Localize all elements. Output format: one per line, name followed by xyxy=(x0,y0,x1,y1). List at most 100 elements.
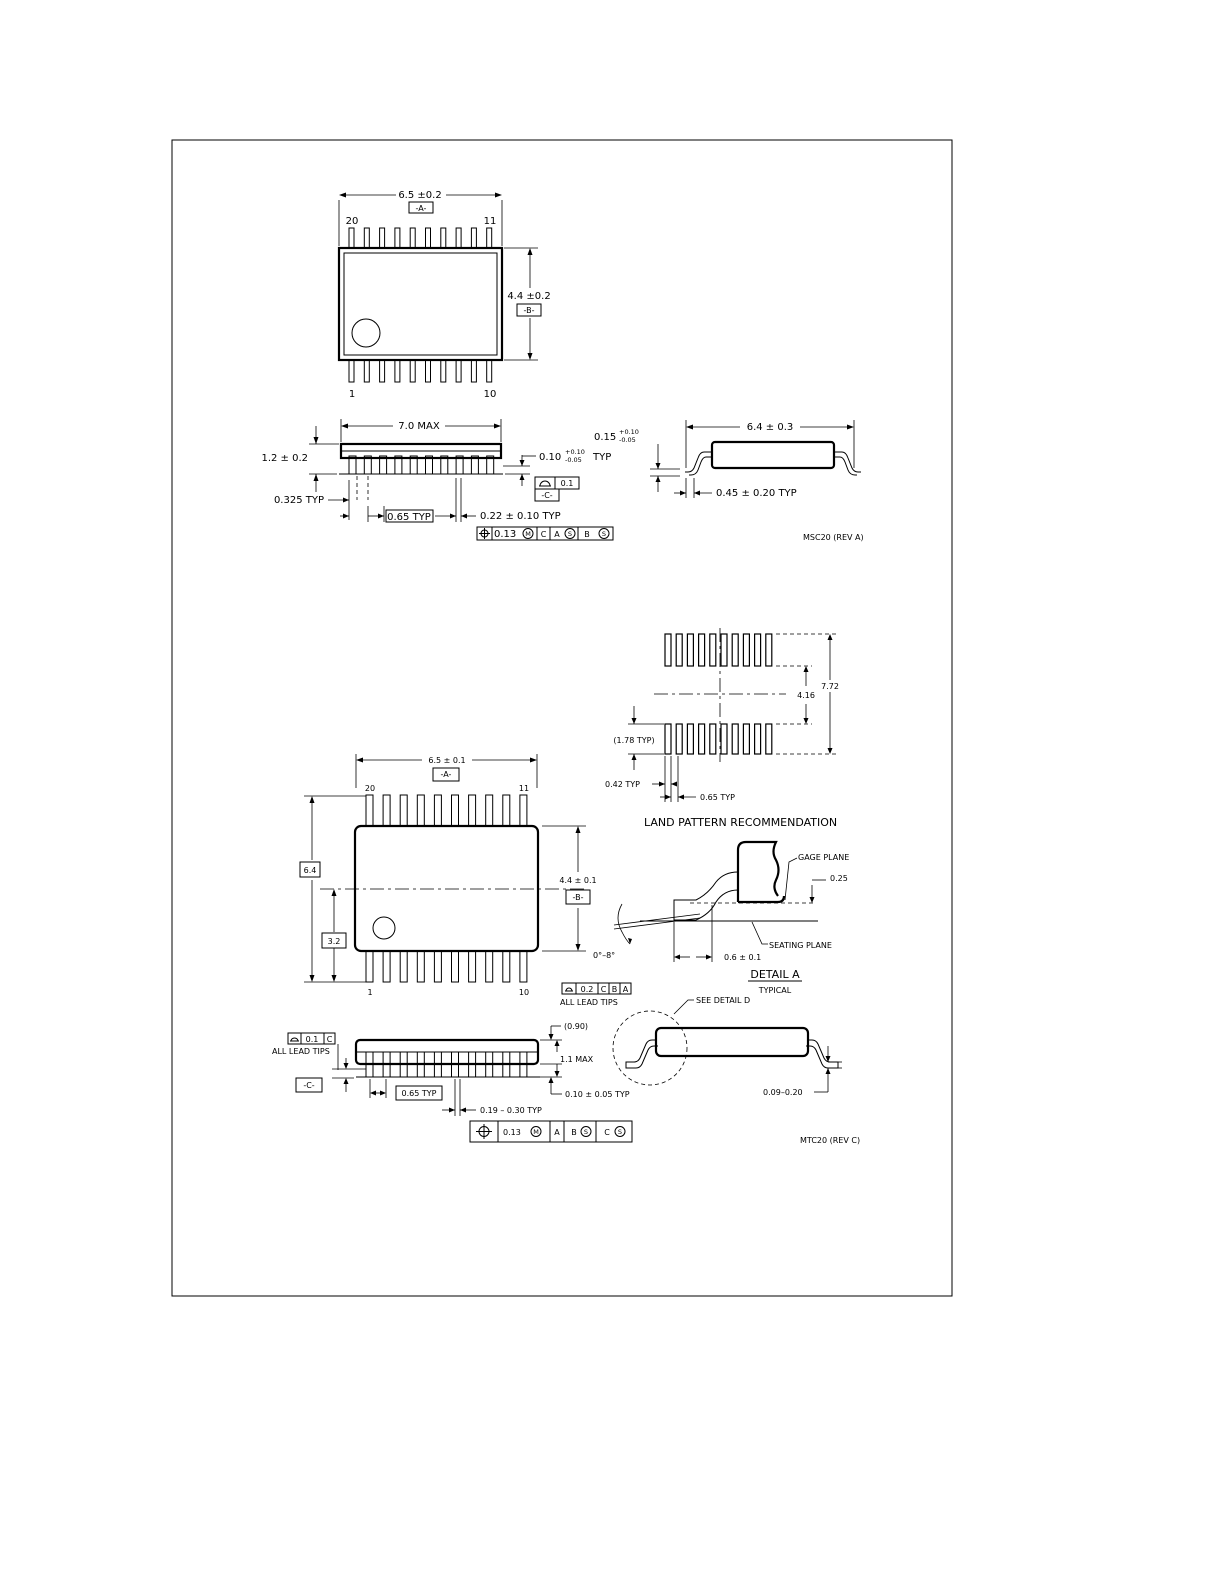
detail-callout-circle xyxy=(612,1010,688,1086)
pkg2-lead-tip-ref2: B xyxy=(612,985,618,994)
pkg2-lead-tip-ref1: C xyxy=(601,985,607,994)
sheet-frame xyxy=(171,139,953,1297)
pkg2-top-lead-tips-label: ALL LEAD TIPS xyxy=(560,998,618,1007)
lead xyxy=(519,950,528,983)
pkg2-end-lead-left xyxy=(625,1039,658,1069)
see-detail-label: SEE DETAIL D xyxy=(696,996,750,1005)
pkg1-datum-a: -A- xyxy=(416,204,427,213)
lead xyxy=(519,794,528,827)
pkg1-fcf-ref1: C xyxy=(541,530,547,539)
land-pattern-top-pads xyxy=(664,633,773,667)
pkg1-end-thick-tol-plus: +0.10 xyxy=(619,428,639,436)
lead xyxy=(486,227,493,249)
lead xyxy=(416,794,425,827)
pin1-marker-icon xyxy=(351,318,381,348)
pkg2-end-view: SEE DETAIL D 0.09–0.20 xyxy=(612,996,842,1097)
pkg1-end-lead-left xyxy=(685,451,712,476)
profile-surface-icon xyxy=(539,480,551,487)
pkg2-body-outline xyxy=(353,824,540,953)
lead xyxy=(486,359,493,383)
land-pad xyxy=(753,723,762,755)
pkg1-height-dim: 4.4 ±0.2 xyxy=(507,291,550,302)
pkg2-lead-tip-ref3: A xyxy=(623,985,629,994)
pkg1-bottom-leads xyxy=(348,359,493,383)
pkg1-top-view: 6.5 ±0.2 -A- 20 11 1 10 4.4 ±0.2 -B- xyxy=(337,190,551,400)
land-pad xyxy=(697,723,706,755)
pkg1-coplanarity: 0.1 xyxy=(561,479,574,488)
pkg2-side-coplanarity-ref: C xyxy=(327,1035,333,1044)
pkg1-standoff-dim: 0.10 xyxy=(539,452,561,463)
pkg2-top-leads xyxy=(365,794,528,827)
lead xyxy=(425,359,431,383)
pkg2-position-tolerance-frame: 0.13 M A B S C S xyxy=(469,1120,633,1143)
pkg1-fcf-tol: 0.13 xyxy=(494,529,516,540)
gage-plane-label: GAGE PLANE xyxy=(798,853,849,862)
pkg1-fcf-mod: M xyxy=(525,530,531,538)
lead xyxy=(440,359,447,383)
lead xyxy=(348,359,355,383)
lead xyxy=(502,794,511,827)
land-pad xyxy=(686,723,695,755)
pkg1-side-height-dim: 1.2 ± 0.2 xyxy=(261,453,308,464)
pkg2-pin-20-label: 20 xyxy=(365,784,375,793)
pkg1-fcf-mod-s-2: S xyxy=(602,530,606,538)
lead xyxy=(416,950,425,983)
pkg2-side-view: 0.1 C ALL LEAD TIPS -C- (0.90) 1.1 MAX 0… xyxy=(272,1022,633,1143)
pkg2-bottom-leads xyxy=(365,950,528,983)
pkg1-end-lead-right xyxy=(834,451,861,476)
pkg2-lead-tip-frame: 0.2 C B A xyxy=(561,982,632,995)
pkg2-datum-a: -A- xyxy=(441,770,452,779)
pkg1-body-inner xyxy=(343,252,498,356)
pkg1-pitch-dim: 0.65 TYP xyxy=(387,512,431,523)
land-pad xyxy=(709,633,717,667)
pkg2-datum-c: -C- xyxy=(303,1081,314,1090)
land-pad xyxy=(664,633,672,667)
lead xyxy=(502,950,511,983)
pkg1-datum-b: -B- xyxy=(524,306,535,315)
detail-a: GAGE PLANE 0.25 0°–8° 0.6 ± 0.1 SEATING … xyxy=(593,840,849,995)
detail-a-lead xyxy=(673,871,739,921)
land-pad xyxy=(765,723,773,755)
lead xyxy=(348,227,355,249)
pkg1-standoff-tol-plus: +0.10 xyxy=(565,448,585,456)
pkg2-fcf-mod-s-1: S xyxy=(584,1128,588,1136)
pkg2-lead-tip-tol: 0.2 xyxy=(581,985,594,994)
lead xyxy=(394,227,401,249)
land-inner-dim: 4.16 xyxy=(797,691,815,700)
land-pattern-title: LAND PATTERN RECOMMENDATION xyxy=(644,816,837,829)
pkg1-end-foot-dim: 0.45 ± 0.20 TYP xyxy=(716,488,797,499)
pkg2-fcf-tol: 0.13 xyxy=(503,1128,521,1137)
land-pad xyxy=(753,633,762,667)
pkg1-length-dim: 7.0 MAX xyxy=(398,421,440,432)
pkg1-standoff-typ: TYP xyxy=(592,452,611,463)
pkg2-side-coplanarity: 0.1 xyxy=(306,1035,319,1044)
land-pitch-dim: 0.65 TYP xyxy=(700,793,735,802)
pkg2-pin-10-label: 10 xyxy=(519,988,529,997)
lead xyxy=(363,227,370,249)
lead xyxy=(433,794,442,827)
lead xyxy=(379,227,386,249)
lead xyxy=(425,227,431,249)
land-pattern-bottom-pads xyxy=(664,723,773,755)
land-pad xyxy=(720,723,728,755)
pkg1-position-tolerance-frame: 0.13 M C A S B S xyxy=(476,526,614,541)
lead xyxy=(485,794,494,827)
land-pad-length-dim: (1.78 TYP) xyxy=(613,736,654,745)
pkg1-body-outline xyxy=(337,246,504,362)
lead xyxy=(399,794,408,827)
pkg1-lead-width-dim: 0.22 ± 0.10 TYP xyxy=(480,511,561,522)
lead xyxy=(399,950,408,983)
lead xyxy=(433,950,442,983)
pkg2-fcf-mod: M xyxy=(533,1128,539,1136)
land-pad xyxy=(697,633,706,667)
pkg2-side-lead-tips-label: ALL LEAD TIPS xyxy=(272,1047,330,1056)
pkg1-end-view: 6.4 ± 0.3 0.15 +0.10 -0.05 0.45 ± 0.20 T… xyxy=(594,420,861,499)
lead xyxy=(382,950,391,983)
land-pad xyxy=(675,723,683,755)
pkg1-standoff-tol-minus: -0.05 xyxy=(565,456,582,464)
lead xyxy=(455,359,462,383)
lead xyxy=(379,359,386,383)
lead xyxy=(470,227,477,249)
land-pad xyxy=(765,633,773,667)
